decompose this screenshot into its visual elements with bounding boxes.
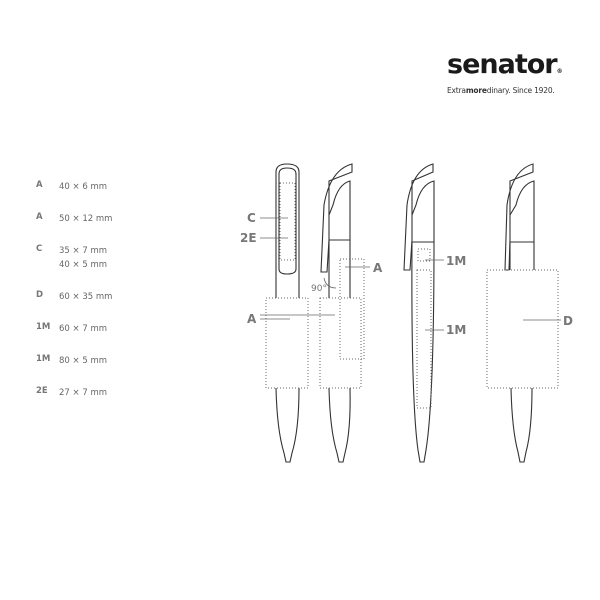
tagline-pre: Extra [447,86,466,95]
label-1m-body: 1M [446,323,466,337]
logo-wordmark: senator® [447,49,563,85]
label-d: D [563,314,573,328]
print-area-a-clip [339,258,365,360]
print-area-1m-body [416,269,432,409]
legend-size: 40 × 6 mm [59,182,108,192]
legend-size: 35 × 7 mm [59,246,108,256]
legend-code: 1M [36,322,51,332]
legend-code: A [36,180,43,190]
print-area-a-front [265,297,309,389]
print-area-d [486,269,559,389]
legend-code: 2E [36,386,48,396]
legend-code: 1M [36,354,51,364]
tagline-post: dinary. Since 1920. [486,86,555,95]
print-area-c [279,182,296,261]
legend-row: 2E 27 × 7 mm [36,386,107,400]
legend-code: D [36,290,44,300]
legend-size: 60 × 7 mm [59,324,108,334]
label-angle: 90° [311,284,327,294]
label-2e: 2E [240,231,257,245]
legend-row: 1M 60 × 7 mm [36,322,107,336]
senator-logo: senator® Extramoredinary. Since 1920. [447,49,563,95]
pen-front-view: C 2E A [240,163,309,463]
legend-size: 40 × 5 mm [59,260,108,270]
legend-code: C [36,244,43,254]
print-area-a-side [319,297,362,389]
legend-size: 60 × 35 mm [59,292,113,302]
legend-row: C 35 × 7 mm 40 × 5 mm [36,244,107,272]
tagline-bold: more [465,86,487,95]
legend-row: D 60 × 35 mm [36,290,112,304]
legend-row: 1M 80 × 5 mm [36,354,107,368]
label-c: C [247,211,256,225]
legend-row: A 40 × 6 mm [36,180,107,194]
logo-name: senator [447,49,558,80]
legend-row: A 50 × 12 mm [36,212,112,226]
pen-d-view: D [486,163,573,463]
label-a-front: A [247,312,257,326]
registered-mark: ® [556,68,563,75]
pen-1m-view: 1M 1M [403,163,466,463]
legend-size: 80 × 5 mm [59,356,108,366]
legend-size: 50 × 12 mm [59,214,113,224]
label-a-clip: A [373,261,383,275]
legend-code: A [36,212,43,222]
pen-side-view: A 90° [260,163,383,463]
label-1m-top: 1M [446,254,466,268]
logo-tagline: Extramoredinary. Since 1920. [447,86,562,95]
print-area-1m-top [417,248,431,262]
legend-size: 27 × 7 mm [59,388,108,398]
